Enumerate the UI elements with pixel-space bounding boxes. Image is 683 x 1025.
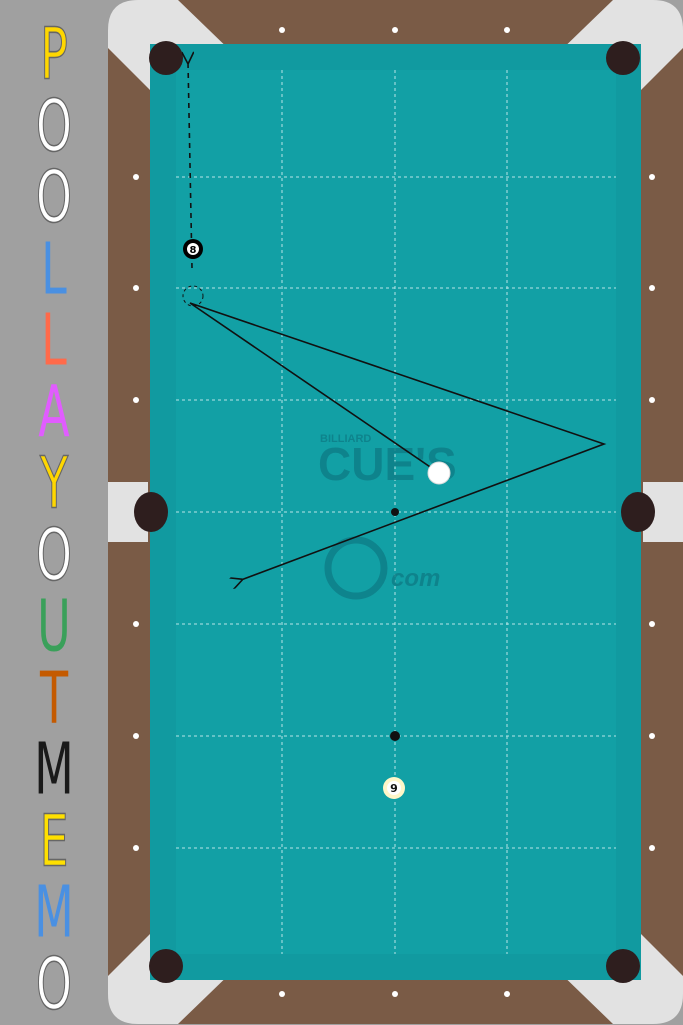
table-grid xyxy=(176,70,616,954)
title-letter: O xyxy=(35,83,73,167)
pocket-top-right xyxy=(606,41,640,75)
title-letter: U xyxy=(37,583,71,668)
title-letter: A xyxy=(38,369,70,453)
title-letter: L xyxy=(41,226,67,310)
shot-path xyxy=(188,62,607,580)
cue-ball[interactable] xyxy=(427,461,451,485)
pocket-side-left xyxy=(134,492,168,532)
title-letter: O xyxy=(35,941,73,1025)
title-letter: Y xyxy=(39,440,69,525)
title-letter: P xyxy=(40,11,69,96)
nine-ball[interactable]: 9 xyxy=(383,777,405,799)
watermark-domain-text: com xyxy=(391,565,440,592)
foot-spot xyxy=(390,731,400,741)
center-spot xyxy=(391,508,399,516)
pocket-top-left xyxy=(149,41,183,75)
object-ball-path xyxy=(188,62,192,269)
cue-ball-path xyxy=(189,302,607,580)
rail-diamonds xyxy=(133,27,655,997)
watermark-small-text: BILLIARD xyxy=(320,433,371,445)
eight-ball[interactable]: 8 xyxy=(183,239,203,259)
eight-ball-label: 8 xyxy=(190,245,197,256)
nine-ball-label: 9 xyxy=(390,782,398,795)
pockets xyxy=(134,41,655,983)
pool-table: BILLIARD CUE'S com 8 9 xyxy=(108,0,683,1024)
pocket-bottom-left xyxy=(149,949,183,983)
title-letter: L xyxy=(41,297,67,382)
watermark-logo: BILLIARD CUE'S com xyxy=(318,433,457,600)
pocket-side-right xyxy=(621,492,655,532)
title-letter: M xyxy=(34,726,74,811)
title-letter: O xyxy=(35,154,73,239)
pocket-bottom-right xyxy=(606,949,640,983)
title-letter: M xyxy=(34,869,74,954)
title-letter: O xyxy=(35,512,73,596)
title-letter: E xyxy=(39,798,69,882)
title-letter: T xyxy=(39,655,69,739)
ghost-ball xyxy=(182,285,204,307)
